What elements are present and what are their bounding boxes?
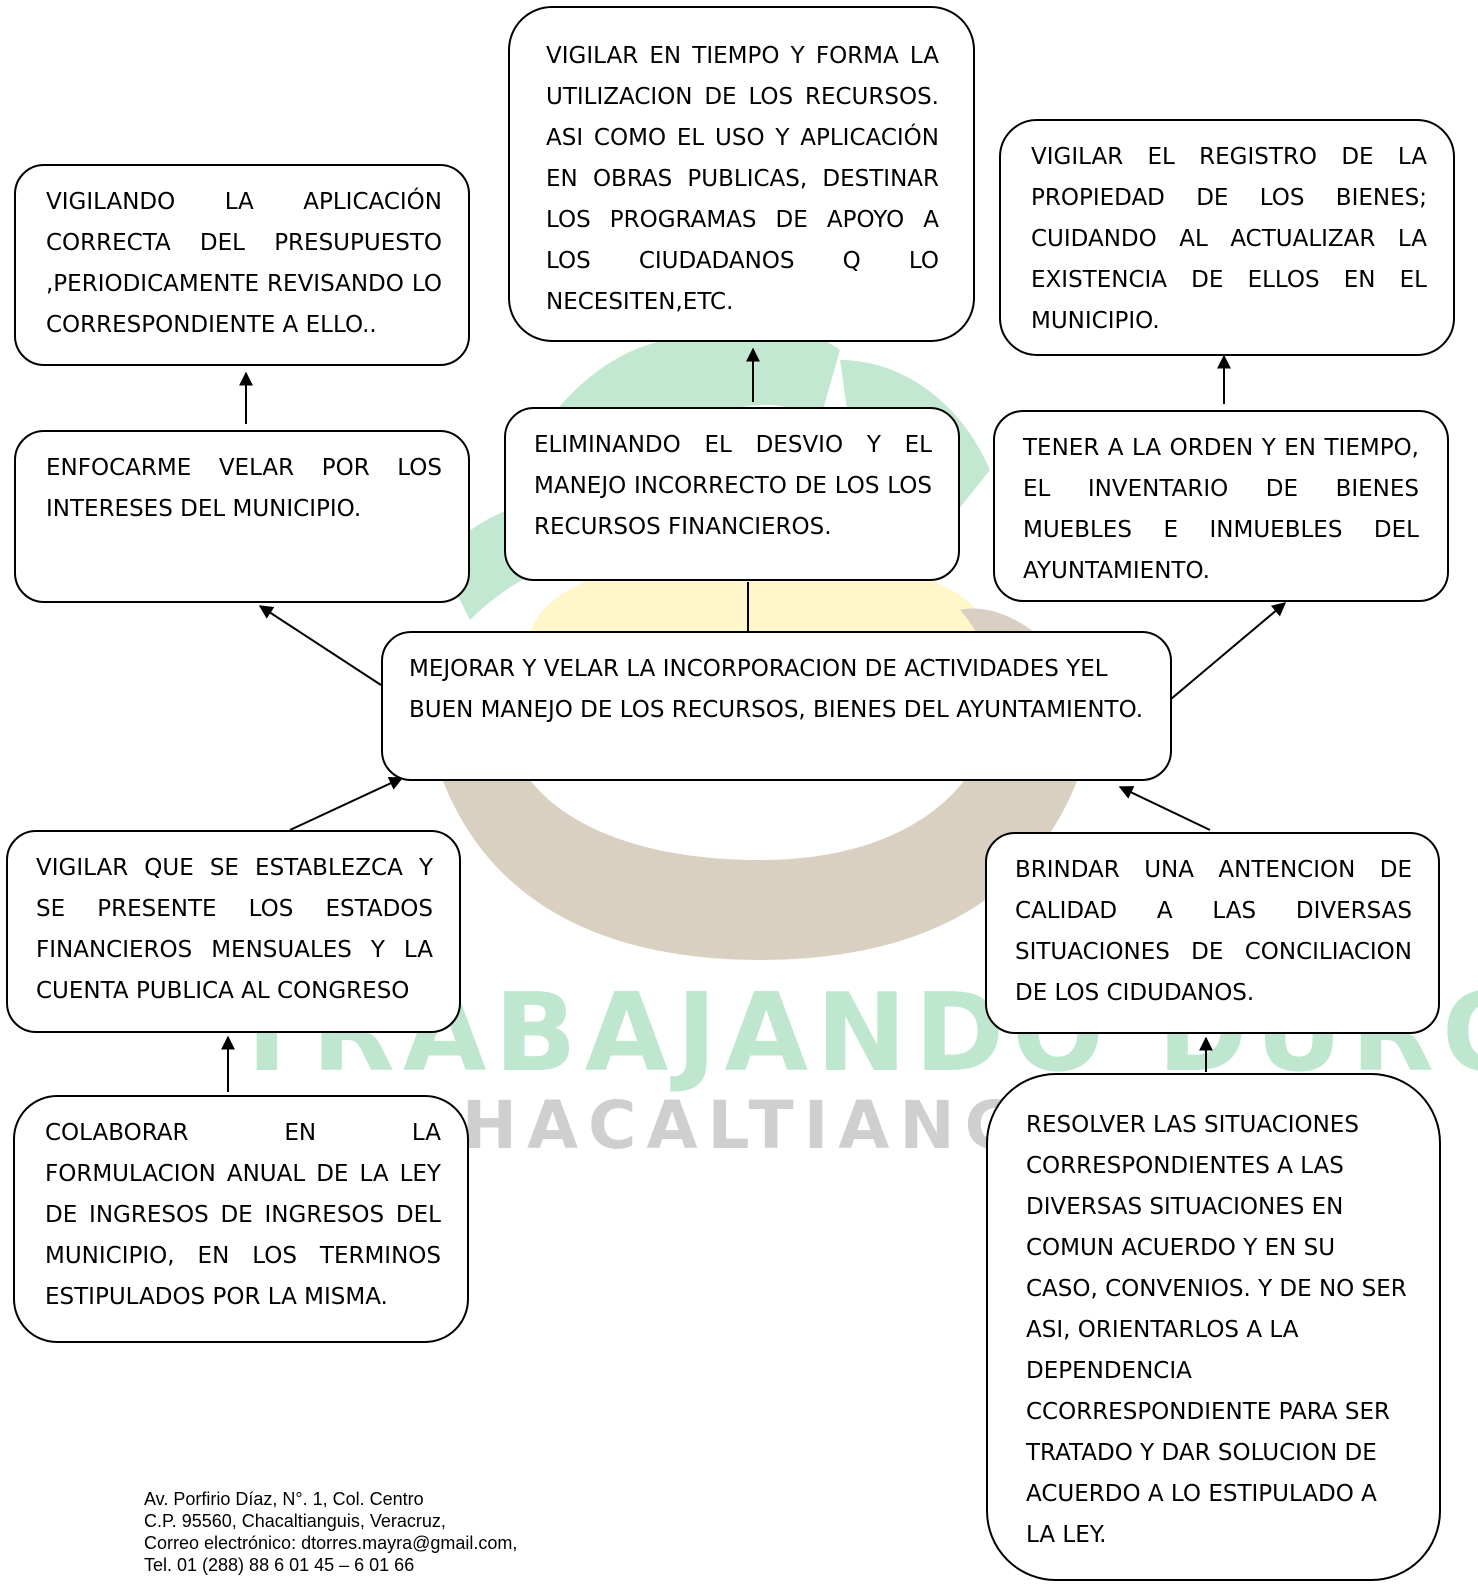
box-lower-right-text: BRINDAR UNA ANTENCION DE CALIDAD A LAS D…	[1015, 857, 1412, 1006]
box-mid-right: TENER A LA ORDEN Y EN TIEMPO, EL INVENTA…	[993, 410, 1449, 602]
box-lower-left: VIGILAR QUE SE ESTABLEZCA Y SE PRESENTE …	[6, 830, 461, 1033]
box-lower-left-text: VIGILAR QUE SE ESTABLEZCA Y SE PRESENTE …	[36, 855, 433, 1004]
box-top-left: VIGILANDO LA APLICACIÓN CORRECTA DEL PRE…	[14, 164, 470, 366]
box-mid-right-text: TENER A LA ORDEN Y EN TIEMPO, EL INVENTA…	[1023, 435, 1419, 584]
box-mid-left: ENFOCARME VELAR POR LOS INTERESES DEL MU…	[14, 430, 470, 603]
box-lower-right: BRINDAR UNA ANTENCION DE CALIDAD A LAS D…	[985, 832, 1440, 1034]
footer-phone: Tel. 01 (288) 88 6 01 45 – 6 01 66	[144, 1555, 415, 1575]
arrow-lowerright-to-center	[1118, 786, 1211, 831]
watermark-bowl	[430, 608, 1090, 960]
box-mid-center-text: ELIMINANDO EL DESVIO Y EL MANEJO INCORRE…	[534, 432, 932, 540]
box-top-left-text: VIGILANDO LA APLICACIÓN CORRECTA DEL PRE…	[46, 189, 442, 338]
box-center-main: MEJORAR Y VELAR LA INCORPORACION DE ACTI…	[381, 631, 1172, 781]
box-top-right: VIGILAR EL REGISTRO DE LA PROPIEDAD DE L…	[999, 119, 1455, 356]
box-bottom-left-text: COLABORAR EN LA FORMULACION ANUAL DE LA …	[45, 1120, 441, 1310]
box-top-right-text: VIGILAR EL REGISTRO DE LA PROPIEDAD DE L…	[1031, 144, 1427, 334]
box-bottom-right: RESOLVER LAS SITUACIONES CORRESPONDIENTE…	[986, 1073, 1441, 1581]
footer-street: Av. Porfirio Díaz, N°. 1, Col. Centro	[144, 1489, 424, 1509]
box-top-center-text: VIGILAR EN TIEMPO Y FORMA LA UTILIZACION…	[546, 43, 939, 315]
box-center-main-text: MEJORAR Y VELAR LA INCORPORACION DE ACTI…	[409, 656, 1144, 723]
footer-email: Correo electrónico: dtorres.mayra@gmail.…	[144, 1533, 518, 1553]
footer-postal-city: C.P. 95560, Chacaltianguis, Veracruz,	[144, 1511, 446, 1531]
box-top-center: VIGILAR EN TIEMPO Y FORMA LA UTILIZACION…	[508, 6, 975, 342]
box-mid-left-text: ENFOCARME VELAR POR LOS INTERESES DEL MU…	[46, 455, 442, 522]
arrow-center-to-midright	[1170, 602, 1287, 700]
box-bottom-left: COLABORAR EN LA FORMULACION ANUAL DE LA …	[13, 1095, 469, 1343]
arrow-lowerleft-to-center	[289, 776, 404, 831]
footer-address: Av. Porfirio Díaz, N°. 1, Col. Centro C.…	[144, 1488, 517, 1576]
arrow-center-to-midleft	[258, 605, 382, 686]
box-mid-center: ELIMINANDO EL DESVIO Y EL MANEJO INCORRE…	[504, 407, 960, 581]
watermark-leaf-center	[690, 327, 840, 420]
box-bottom-right-text: RESOLVER LAS SITUACIONES CORRESPONDIENTE…	[1026, 1112, 1407, 1548]
